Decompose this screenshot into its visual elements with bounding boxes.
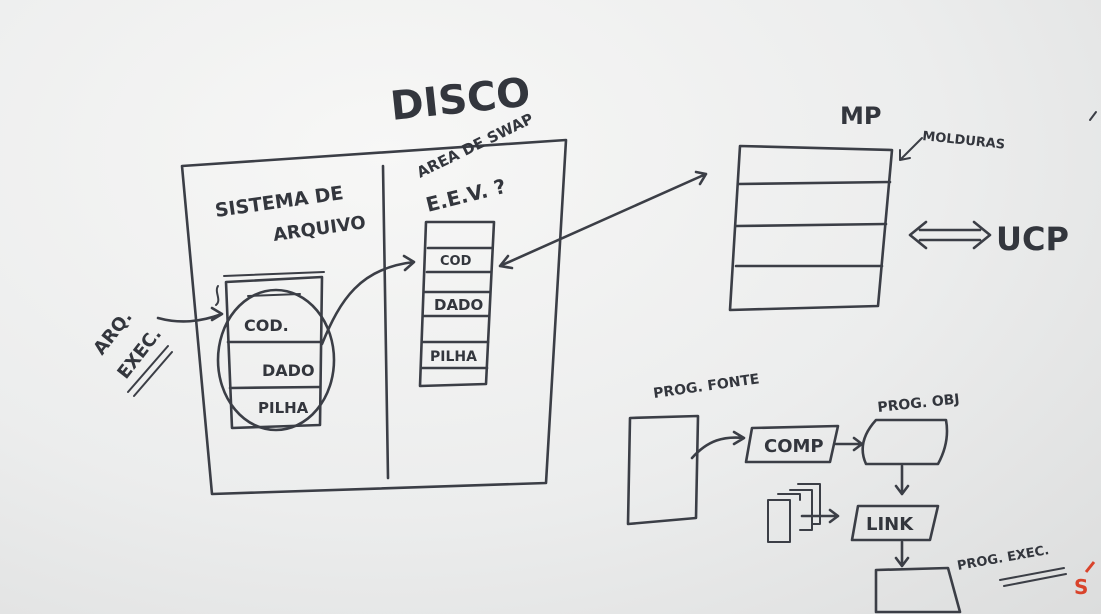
source-program-label: PROG. FONTE [652, 371, 760, 402]
file-system-label-line2: ARQUIVO [272, 212, 367, 246]
program-segment-code: COD. [244, 316, 289, 335]
exec-file-arrow [156, 306, 224, 323]
swap-segment-block [418, 220, 496, 388]
exec-file-block [224, 275, 324, 430]
main-memory-label: MP [840, 102, 881, 130]
disk-outline [180, 138, 568, 496]
source-program-block [626, 414, 700, 526]
compiler-box [744, 424, 840, 464]
corner-logo: S [1074, 575, 1088, 599]
object-to-linker-arrow [894, 464, 910, 496]
swap-eev-label: E.E.V. ? [423, 174, 508, 217]
compiler-to-object-arrow [834, 436, 864, 452]
board-edge-mark [1089, 111, 1097, 121]
swap-segment-code: COD [440, 254, 472, 269]
exec-file-underline-2 [133, 351, 173, 397]
exec-file-brace [215, 285, 220, 306]
frames-label: MOLDURAS [922, 129, 1006, 153]
exec-program-label: PROG. EXEC. [956, 543, 1050, 574]
object-program-shape [861, 418, 949, 466]
swap-segment-data: DADO [434, 296, 483, 314]
object-program-label: PROG. OBJ [877, 391, 961, 416]
memory-cpu-arrow [908, 220, 992, 250]
exec-file-underline-1 [127, 345, 169, 393]
file-system-label-line1: SISTEMA DE [214, 182, 345, 222]
corner-logo-mark [1084, 561, 1096, 573]
exec-program-block [874, 566, 962, 614]
main-memory-block [728, 144, 894, 312]
library-files-icon [767, 483, 821, 543]
swap-segment-stack: PILHA [430, 349, 477, 365]
library-to-linker-arrow [800, 508, 840, 524]
source-to-compiler-arrow [690, 430, 746, 460]
frames-label-arrow [899, 137, 923, 161]
program-image-circle [216, 288, 336, 432]
compiler-label: COMP [764, 436, 824, 457]
exec-program-underline-1 [999, 567, 1065, 581]
exec-file-header-line [247, 293, 301, 297]
exec-program-underline-2 [1003, 573, 1067, 587]
linker-to-exec-arrow [894, 540, 910, 568]
linker-label: LINK [866, 514, 914, 535]
frame-divider-1 [736, 180, 892, 186]
cpu-label: UCP [996, 220, 1069, 258]
exec-file-top-line [223, 271, 325, 277]
exec-file-divider-2 [228, 385, 322, 390]
swap-to-mp-arrow [498, 170, 708, 270]
program-segment-stack: PILHA [258, 399, 309, 417]
frame-divider-2 [734, 222, 888, 228]
disk-divider [381, 164, 390, 480]
exec-to-swap-arrow [320, 254, 416, 346]
linker-box [850, 504, 940, 542]
program-segment-data: DADO [262, 361, 315, 380]
